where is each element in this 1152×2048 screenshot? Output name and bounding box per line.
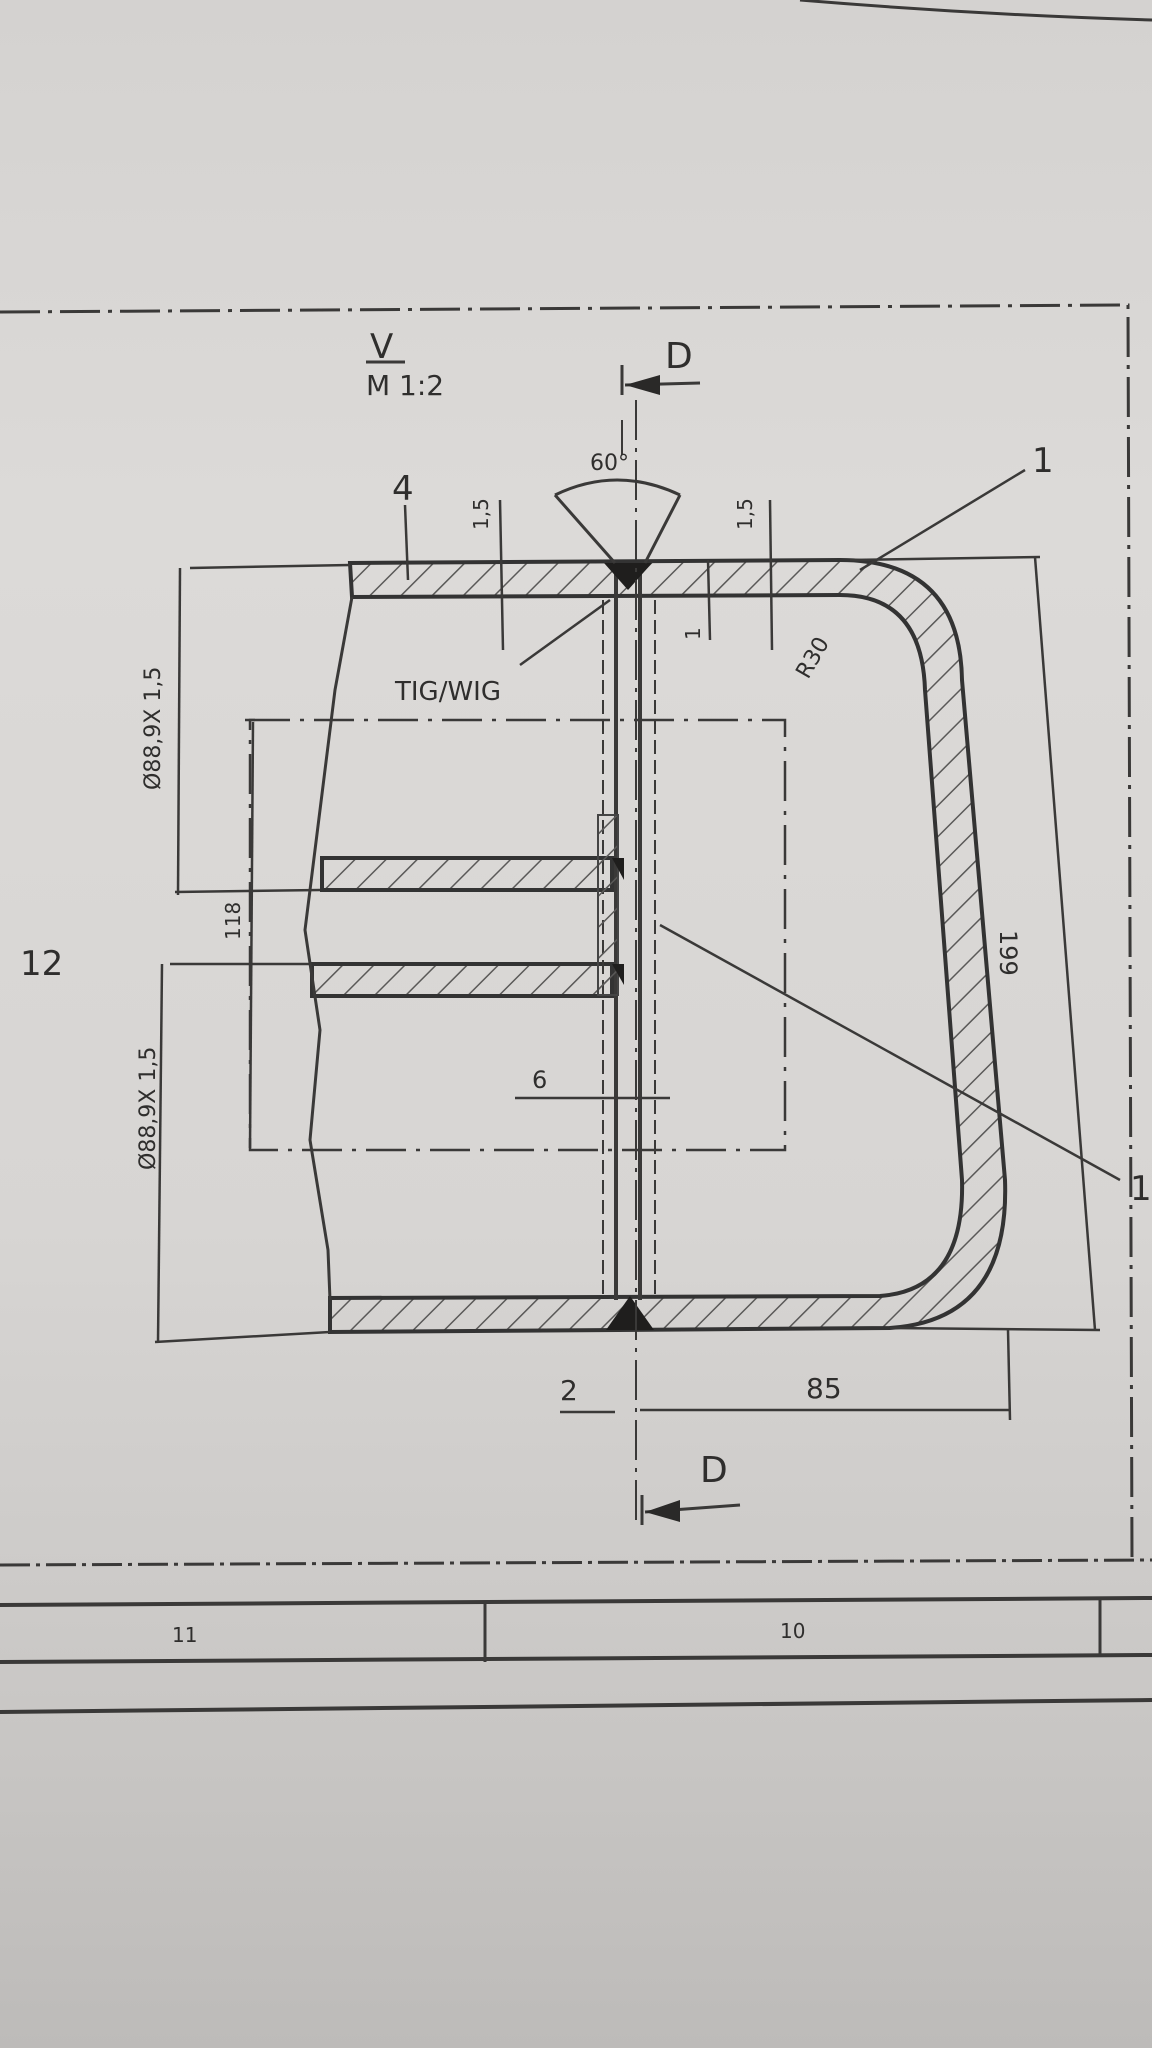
weld-bead-bottom	[606, 1296, 654, 1330]
part-number-box-top: 1	[1032, 441, 1054, 481]
frame-border	[0, 303, 1134, 1561]
dim-pipe-lower: Ø88,9X 1,5	[136, 1047, 161, 1170]
box-top-plate	[328, 557, 1008, 1335]
section-marker-bottom	[640, 1495, 741, 1525]
part-number-pipe: 4	[392, 469, 414, 509]
title-block	[0, 1558, 1152, 1714]
dim-half-width: 85	[806, 1372, 842, 1405]
weld-bead-pipe	[612, 858, 624, 985]
weld-symbol	[553, 478, 682, 564]
dim-radius: R30	[792, 633, 835, 683]
insert-plate	[597, 814, 619, 996]
section-label-bottom: D	[700, 1450, 728, 1491]
section-label-top: D	[665, 336, 693, 377]
dim-wall-left: 1,5	[469, 498, 493, 530]
dim-height: 199	[994, 930, 1022, 976]
dimension-lines	[154, 468, 1121, 1421]
dim-root-gap: 2	[560, 1374, 578, 1407]
phantom-outline	[248, 718, 787, 1152]
section-marker-top	[620, 365, 701, 395]
sheet-edge	[799, 0, 1152, 22]
zone-label-left: 11	[172, 1623, 197, 1647]
zone-label-right: 10	[780, 1619, 805, 1643]
pipe-upper	[320, 856, 614, 892]
weld-bead-top	[604, 563, 652, 590]
dim-pipe-spacing: 118	[221, 902, 245, 940]
dim-wall-right: 1,5	[733, 498, 757, 530]
part-number-box-right: 1	[1130, 1169, 1152, 1209]
dim-gap: 1	[681, 627, 705, 640]
dim-insert: 6	[532, 1066, 547, 1094]
break-line	[303, 596, 354, 1301]
dim-pipe-upper: Ø88,9X 1,5	[141, 667, 166, 790]
weld-angle: 60°	[590, 451, 629, 476]
view-scale: M 1:2	[366, 369, 444, 402]
weld-process: TIG/WIG	[394, 677, 501, 707]
view-label: V	[370, 327, 393, 367]
pipe-lower	[310, 962, 614, 998]
part-number-left: 12	[20, 944, 63, 984]
